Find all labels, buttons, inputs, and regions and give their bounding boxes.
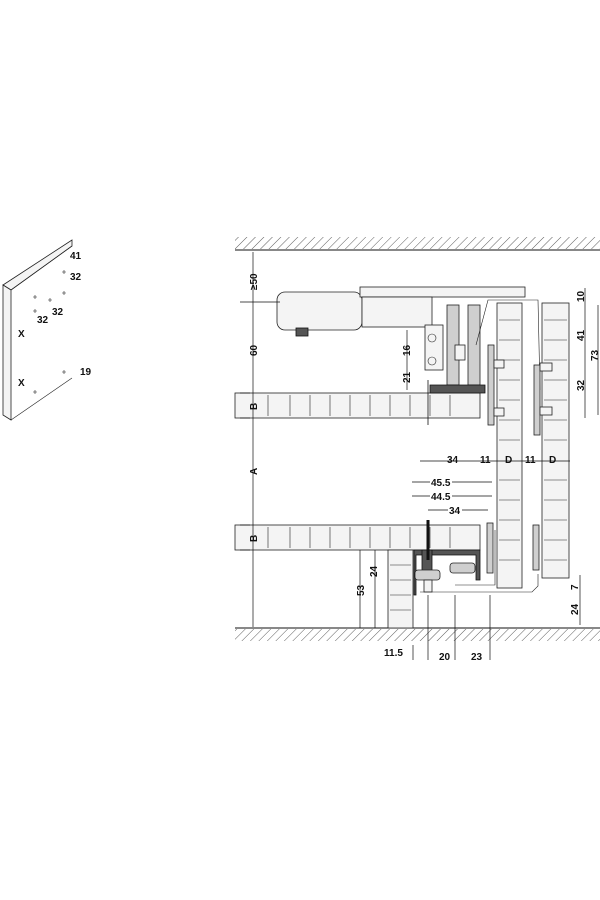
side-panel (387, 549, 414, 629)
dim-16: 16 (402, 344, 413, 356)
roller (467, 304, 481, 386)
dim-34: 34 (449, 506, 461, 517)
dim-45-5: 45.5 (431, 478, 451, 489)
bottom-dimensions: 24 53 7 24 11.5 20 23 (356, 565, 581, 663)
dim-32: 32 (52, 307, 64, 318)
dim-7: 7 (570, 584, 581, 590)
dim-11: 11 (480, 455, 491, 466)
dim-32: 32 (37, 315, 49, 326)
left-dimensions: ≥50 60 A B B (249, 273, 260, 542)
ceiling-hatch (235, 237, 600, 249)
right-dimensions: 10 41 73 32 (576, 290, 600, 391)
dim-32: 32 (70, 272, 82, 283)
dim-73: 73 (590, 349, 600, 361)
dim-41: 41 (70, 251, 82, 262)
floor-hatch (235, 629, 600, 641)
top-track-hardware (276, 286, 553, 436)
top-panel (234, 392, 481, 419)
dim-53: 53 (356, 584, 367, 596)
bottom-track-hardware (413, 520, 540, 596)
panel-drilling-detail: 41 32 32 32 X X 19 (2, 239, 92, 421)
bottom-panel (234, 524, 481, 551)
dim-24-floor: 24 (570, 603, 581, 615)
dim-a: A (249, 468, 260, 475)
dim-23: 23 (471, 652, 483, 663)
dim-min-50: ≥50 (249, 273, 260, 290)
dim-24: 24 (369, 565, 380, 577)
dim-x: X (18, 378, 25, 389)
drill-hole-marks (33, 270, 66, 394)
dim-d: D (505, 455, 512, 466)
dim-b-bottom: B (249, 535, 260, 542)
dim-10: 10 (576, 290, 587, 302)
door-outer (541, 302, 570, 579)
door-inner (496, 302, 523, 589)
mid-dimensions: 45.5 44.5 34 (430, 476, 462, 517)
dim-d: D (549, 455, 556, 466)
dim-32: 32 (576, 379, 587, 391)
dim-44-5: 44.5 (431, 492, 451, 503)
dim-11-5: 11.5 (384, 648, 403, 659)
dim-41: 41 (576, 329, 587, 341)
dim-34: 34 (447, 455, 459, 466)
dim-19: 19 (80, 367, 92, 378)
dim-b-top: B (249, 403, 260, 410)
dim-11: 11 (525, 455, 536, 466)
dim-20: 20 (439, 652, 451, 663)
mounting-bracket (424, 324, 444, 371)
dim-60: 60 (249, 344, 260, 356)
bracket-dimensions: 16 21 (402, 344, 413, 383)
dim-x: X (18, 329, 25, 340)
door-spacing-dimensions: 34 11 D 11 D (447, 455, 556, 466)
dim-21: 21 (402, 371, 413, 383)
damper-housing (276, 291, 363, 331)
